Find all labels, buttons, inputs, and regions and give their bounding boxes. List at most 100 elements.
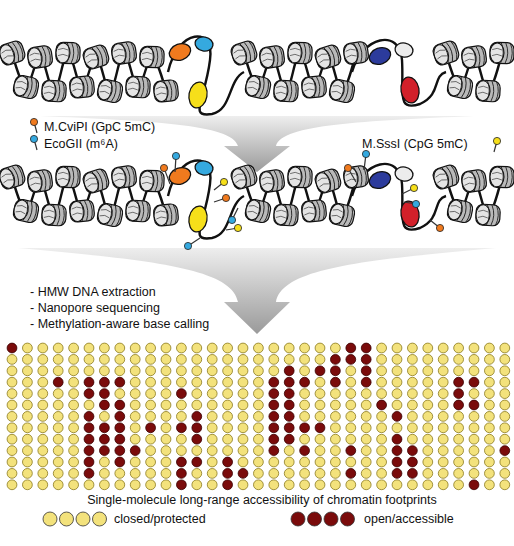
nucleosome [328, 78, 356, 104]
methylation-call [100, 457, 110, 467]
methylation-call [423, 400, 433, 410]
methylation-call [331, 343, 341, 353]
methylation-call [254, 343, 264, 353]
methylation-call [254, 400, 264, 410]
methyl-mark [228, 208, 238, 224]
methylation-call [38, 469, 48, 479]
methylation-call [223, 412, 233, 422]
methylation-call [53, 446, 63, 456]
methylation-call [84, 423, 94, 433]
methylation-call [331, 434, 341, 444]
methylation-call [254, 457, 264, 467]
nucleosome [81, 167, 110, 194]
methylation-call [315, 389, 325, 399]
methylation-call [254, 389, 264, 399]
methylation-call [315, 457, 325, 467]
methylation-call [423, 434, 433, 444]
methylation-call [130, 423, 140, 433]
methylation-call [454, 366, 464, 376]
methylation-call [469, 480, 479, 490]
methylation-call [408, 480, 418, 490]
methylation-call [454, 423, 464, 433]
methylation-call [485, 389, 495, 399]
methylation-call [438, 389, 448, 399]
protein [187, 81, 209, 110]
methylation-call [207, 434, 217, 444]
methylation-call [392, 423, 402, 433]
methylation-call [223, 446, 233, 456]
methylation-call [100, 355, 110, 365]
methylation-call [361, 469, 371, 479]
methylation-call [254, 412, 264, 422]
methylation-call [161, 446, 171, 456]
methylation-call [300, 480, 310, 490]
methylation-call [300, 389, 310, 399]
methylation-call [100, 389, 110, 399]
methylation-call [100, 412, 110, 422]
methylation-call [84, 469, 94, 479]
nucleosome [313, 43, 342, 70]
methyl-mark [402, 184, 418, 194]
methylation-call [331, 446, 341, 456]
methylation-call [254, 423, 264, 433]
methylation-call [100, 423, 110, 433]
methylation-call [300, 423, 310, 433]
methylation-call [161, 423, 171, 433]
methylation-call [238, 400, 248, 410]
methylation-call [315, 400, 325, 410]
methylation-call [53, 457, 63, 467]
methylation-call [454, 480, 464, 490]
nucleosome [229, 163, 258, 190]
process-arrows [18, 116, 496, 334]
methylation-call [100, 366, 110, 376]
methylation-call [23, 434, 33, 444]
methylation-call [315, 434, 325, 444]
methylation-call [485, 423, 495, 433]
methylation-call [423, 377, 433, 387]
methylation-call [300, 457, 310, 467]
nucleosome [27, 45, 54, 69]
nucleosome [125, 76, 150, 98]
methylation-call [392, 400, 402, 410]
nucleosome [273, 80, 298, 102]
protein [394, 42, 414, 59]
methylation-call [84, 412, 94, 422]
methylation-call [7, 355, 17, 365]
methylation-call [115, 434, 125, 444]
methylation-call [454, 389, 464, 399]
methylation-call [331, 480, 341, 490]
funnel-arrow [18, 248, 496, 334]
methylation-call [469, 446, 479, 456]
methylation-call [315, 343, 325, 353]
methylation-call [177, 355, 187, 365]
methylation-call [146, 446, 156, 456]
methylation-call [361, 434, 371, 444]
methylation-call [438, 457, 448, 467]
methylation-call [7, 400, 17, 410]
methylation-call [69, 412, 79, 422]
methylation-call [192, 457, 202, 467]
methylation-call [53, 412, 63, 422]
methylation-call [331, 469, 341, 479]
methylation-call [38, 412, 48, 422]
methylation-call [69, 355, 79, 365]
methylation-call [238, 457, 248, 467]
methylation-call [23, 389, 33, 399]
methylation-call [346, 480, 356, 490]
methylation-call [130, 377, 140, 387]
methylation-call [53, 423, 63, 433]
methylation-call [469, 469, 479, 479]
methylation-call [115, 343, 125, 353]
methylation-call [84, 446, 94, 456]
methyl-mark [160, 164, 170, 184]
methylation-call [392, 480, 402, 490]
methylation-call [115, 446, 125, 456]
protein [194, 36, 214, 53]
methylation-call [177, 446, 187, 456]
enzyme-label: EcoGII (m⁶A) [44, 137, 118, 151]
methylation-call [53, 480, 63, 490]
methylation-call [392, 457, 402, 467]
methylation-call [69, 389, 79, 399]
methylation-call [392, 412, 402, 422]
